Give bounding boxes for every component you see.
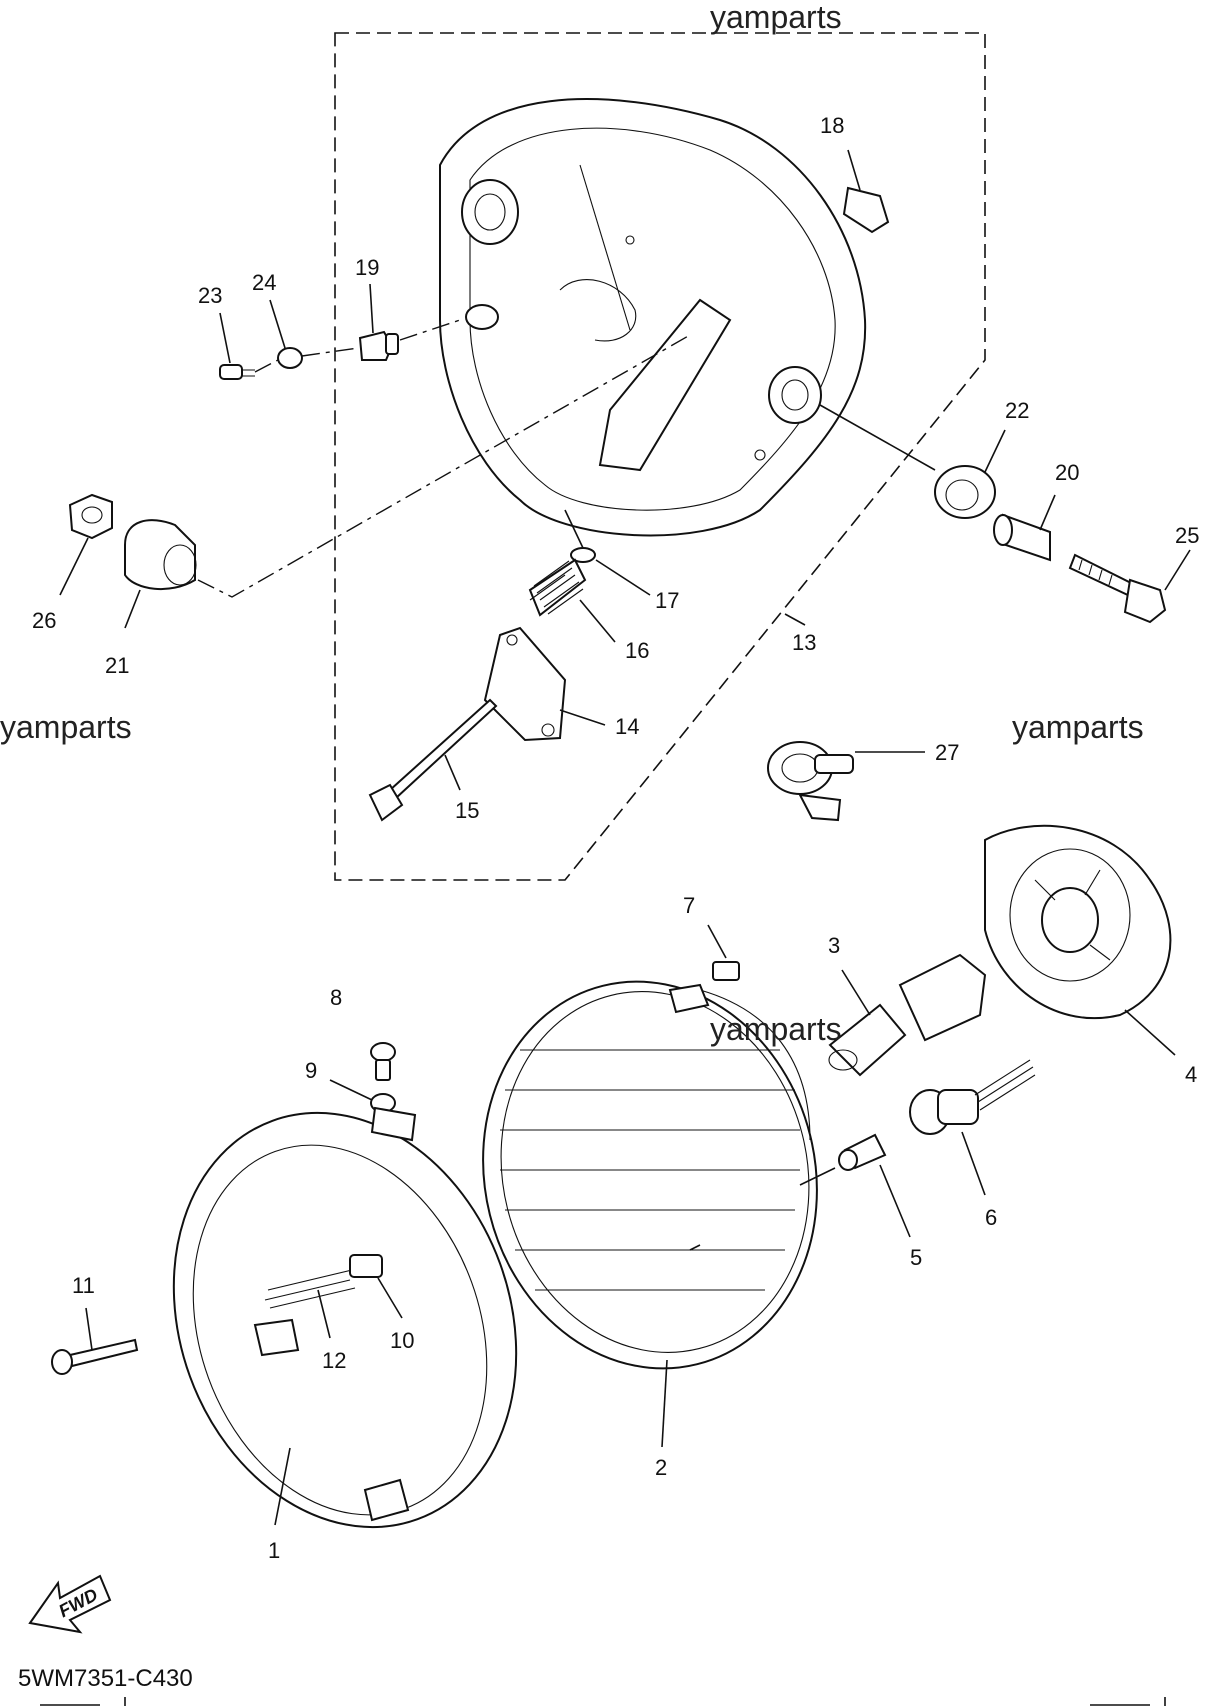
callout-12: 12 [322,1348,346,1373]
part-10-adjuster-nut [349,1254,383,1278]
callout-3: 3 [828,933,840,958]
part-26-nut [68,493,113,540]
part-27-socket [767,741,854,822]
callout-16: 16 [625,638,649,663]
callout-23: 23 [198,283,222,308]
part-8-screw [370,1042,396,1081]
part-4-bulb-housing [984,824,1172,1020]
part-14-bracket [483,626,567,742]
callout-5: 5 [910,1245,922,1270]
watermark-middle: yamparts [710,1011,842,1047]
part-16-spring [528,558,587,617]
callout-2: 2 [655,1455,667,1480]
callout-4: 4 [1185,1062,1197,1087]
part-24-washer [277,347,303,369]
callout-22: 22 [1005,398,1029,423]
watermark-left: yamparts [0,709,132,745]
assembly-13-boundary [334,32,986,881]
part-5-position-bulb [838,1133,887,1171]
part-18-clip [842,186,890,234]
fwd-arrow-icon: FWD [28,1574,112,1634]
part-12-spring [264,1269,356,1309]
callout-7: 7 [683,893,695,918]
callout-19: 19 [355,255,379,280]
part-23-screw [219,364,255,380]
part-22-collar [934,465,996,519]
part-21-cushion [124,519,197,591]
callout-20: 20 [1055,460,1079,485]
callout-10: 10 [390,1328,414,1353]
watermark-right: yamparts [1012,709,1144,745]
callout-26: 26 [32,608,56,633]
part-7-clip [712,961,740,981]
callout-24: 24 [252,270,276,295]
callout-18: 18 [820,113,844,138]
callout-9: 9 [305,1058,317,1083]
callout-17: 17 [655,588,679,613]
part-2-headlight-unit [482,980,818,1370]
part-3-halogen-bulb [828,953,987,1077]
headlight-body-shell [439,98,867,537]
part-15-screw [368,698,498,822]
part-6-socket [909,1059,1036,1135]
callout-25: 25 [1175,523,1199,548]
watermark-top: yamparts [710,0,842,35]
part-11-screw [51,1338,139,1375]
part-25-bolt [1068,553,1167,624]
callout-11: 11 [72,1273,95,1298]
diagram-code: 5WM7351-C430 [18,1665,193,1692]
part-19-grommet [358,330,399,361]
callout-15: 15 [455,798,479,823]
callout-27: 27 [935,740,959,765]
callouts: 1 2 3 4 5 6 7 8 9 10 11 12 13 14 15 16 1… [32,113,1199,1563]
callout-8: 8 [330,985,342,1010]
callout-14: 14 [615,714,639,739]
callout-13: 13 [792,630,816,655]
callout-21: 21 [105,653,129,678]
callout-6: 6 [985,1205,997,1230]
callout-1: 1 [268,1538,280,1563]
part-1-headlight-rim [172,1106,518,1529]
part-20-spacer [993,513,1051,562]
